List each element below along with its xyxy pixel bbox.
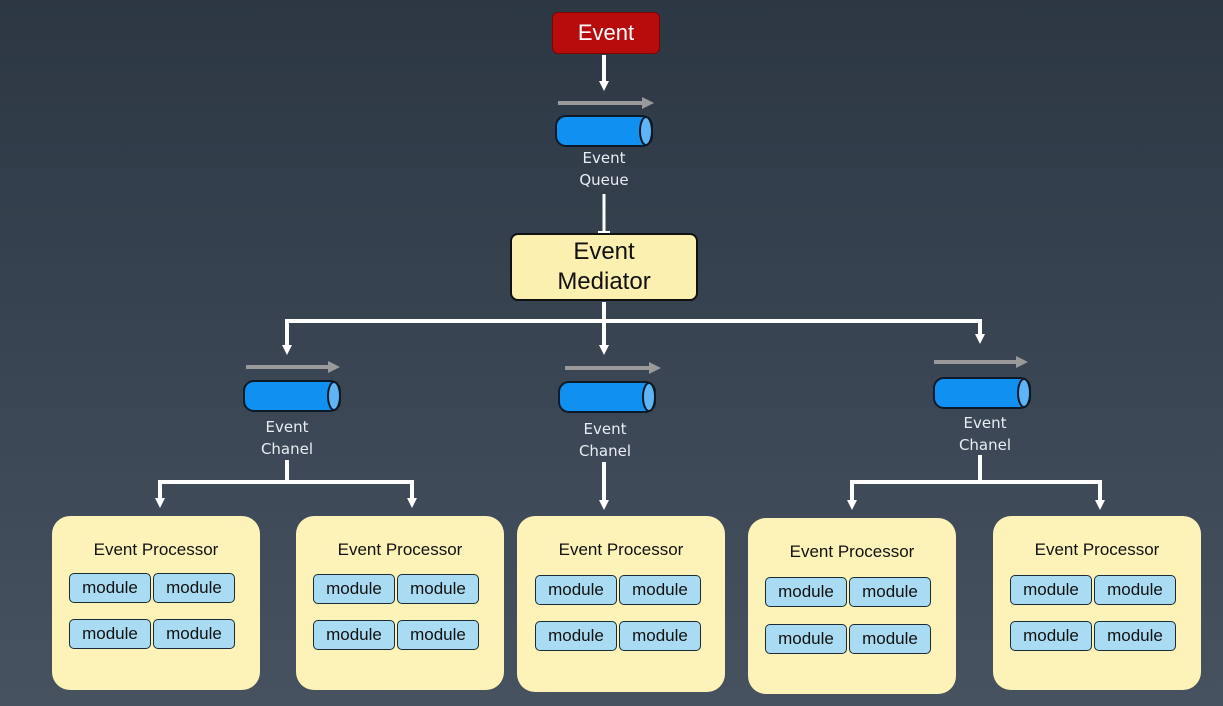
- connector-channel-1-right: [287, 480, 417, 508]
- event-channel-2-icon: [558, 381, 656, 413]
- module-4-4: module: [849, 624, 931, 654]
- event-queue-icon: [555, 115, 653, 147]
- module-3-3: module: [535, 621, 617, 651]
- event-processor-4: Event Processor module module module mod…: [748, 518, 956, 694]
- module-2-3: module: [313, 620, 395, 650]
- module-3-1: module: [535, 575, 617, 605]
- event-mediator-line2: Mediator: [557, 268, 651, 295]
- event-node-label: Event: [577, 20, 635, 45]
- module-1-1: module: [69, 573, 151, 603]
- module-2-1: module: [313, 574, 395, 604]
- event-channel-3-line1: Event: [963, 414, 1007, 432]
- module-4-3: module: [765, 624, 847, 654]
- event-processor-5-title: Event Processor: [1034, 540, 1160, 559]
- event-channel-1-icon: [243, 380, 341, 412]
- event-channel-2-line1: Event: [583, 420, 627, 438]
- event-processor-4-title: Event Processor: [789, 542, 915, 561]
- module-1-3: module: [69, 619, 151, 649]
- module-5-1: module: [1010, 575, 1092, 605]
- event-channel-1-line1: Event: [265, 418, 309, 436]
- module-5-3: module: [1010, 621, 1092, 651]
- module-4-1: module: [765, 577, 847, 607]
- event-processor-3-title: Event Processor: [558, 540, 684, 559]
- module-1-4: module: [153, 619, 235, 649]
- event-channel-1-line2: Chanel: [260, 440, 314, 458]
- event-processor-3: Event Processor module module module mod…: [517, 516, 725, 692]
- module-3-4: module: [619, 621, 701, 651]
- connector-mediator-branch: [285, 319, 985, 344]
- module-2-4: module: [397, 620, 479, 650]
- module-5-4: module: [1094, 621, 1176, 651]
- module-2-2: module: [397, 574, 479, 604]
- event-channel-2-line2: Chanel: [578, 442, 632, 460]
- event-processor-5: Event Processor module module module mod…: [993, 516, 1201, 690]
- event-node: Event: [552, 12, 660, 54]
- event-mediator-node: Event Mediator: [510, 233, 698, 301]
- module-1-2: module: [153, 573, 235, 603]
- connector-channel-1-left: [155, 480, 287, 508]
- event-processor-2-title: Event Processor: [337, 540, 463, 559]
- event-mediator-line1: Event: [573, 238, 635, 265]
- module-4-2: module: [849, 577, 931, 607]
- event-processor-1-title: Event Processor: [93, 540, 219, 559]
- module-5-2: module: [1094, 575, 1176, 605]
- event-channel-3-icon: [933, 377, 1031, 409]
- event-channel-1-label: Event Chanel: [227, 416, 347, 460]
- connector-channel-3-left: [847, 480, 980, 510]
- event-channel-3-label: Event Chanel: [925, 412, 1045, 456]
- event-processor-1: Event Processor module module module mod…: [52, 516, 260, 690]
- event-channel-2-label: Event Chanel: [545, 418, 665, 462]
- event-processor-2: Event Processor module module module mod…: [296, 516, 504, 690]
- event-channel-3-line2: Chanel: [958, 436, 1012, 454]
- module-3-2: module: [619, 575, 701, 605]
- event-queue-label-line2: Queue: [579, 171, 629, 189]
- connector-channel-3-right: [980, 480, 1105, 510]
- event-queue-label-line1: Event: [582, 149, 626, 167]
- event-queue-label: Event Queue: [544, 147, 664, 191]
